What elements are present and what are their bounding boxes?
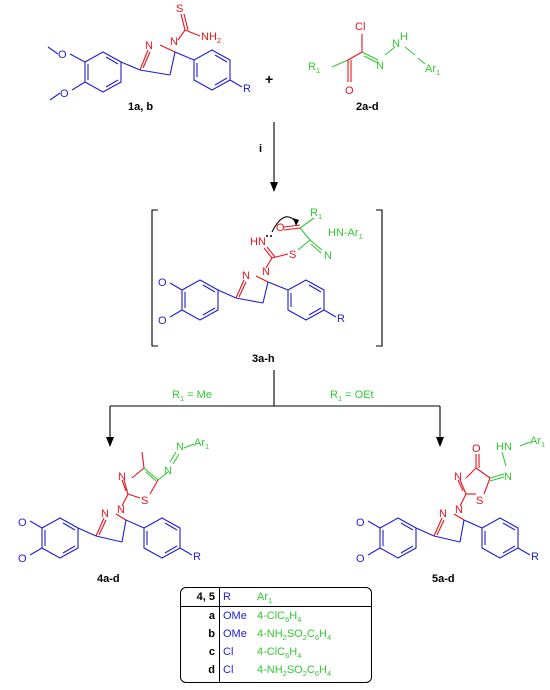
intermediate-ar1: HN-Ar1: [328, 227, 363, 241]
table-row-id: a: [208, 610, 215, 622]
reactant-2-cl: Cl: [355, 21, 365, 33]
reactant-2-n-h: N: [392, 38, 400, 50]
substituent-table: 4, 5 R Ar1 a OMe 4-ClC6H4 b OMe 4-NH2SO2…: [180, 587, 372, 683]
reactant-2-r1: R1: [308, 61, 320, 75]
methoxy-o-lower-4: O: [18, 553, 27, 565]
table-header-compound: 4, 5: [196, 591, 215, 603]
step-condition: i: [259, 143, 262, 155]
branch-arrows: [106, 370, 444, 447]
product-5-label: 5a-d: [432, 573, 455, 585]
methoxy-o-upper-3: O: [158, 277, 167, 289]
methoxy-o-lower-3: O: [158, 315, 167, 327]
intermediate-r-group: R: [337, 313, 345, 325]
intermediate-structure: [169, 216, 337, 321]
product-5-thiazole-s: S: [476, 495, 483, 507]
methoxy-o-upper-1: O: [58, 49, 67, 61]
table-row-id: c: [208, 646, 215, 658]
product-5-ring-n2: N: [455, 504, 463, 516]
product-4-structure: [29, 443, 195, 559]
intermediate-s: S: [289, 249, 296, 261]
reactant-1-label: 1a, b: [128, 101, 153, 113]
product-5-thiazole-n: N: [454, 471, 462, 483]
table-header-divider: [181, 606, 371, 607]
step-arrow-head: [270, 182, 278, 192]
intermediate-o: O: [276, 222, 285, 234]
reactant-2-structure: [331, 34, 426, 82]
table-row-ar: 4-ClC6H4: [257, 646, 302, 661]
left-branch-condition: R1 = Me: [172, 389, 212, 403]
methoxy-o-upper-5: O: [356, 517, 365, 529]
reactant-1-r-group: R: [243, 83, 251, 95]
product-4-label: 4a-d: [97, 573, 120, 585]
table-header-ar: Ar1: [257, 591, 273, 606]
product-4-ring-n1: N: [101, 508, 109, 520]
table-row: a OMe 4-ClC6H4: [181, 610, 371, 624]
reactant-2-label: 2a-d: [356, 101, 379, 113]
intermediate-hn: HN: [250, 236, 266, 248]
table-row: b OMe 4-NH2SO2C6H4: [181, 628, 371, 642]
product-5-hn: HN: [496, 441, 512, 453]
product-4-n-top: N: [176, 441, 184, 453]
table-row: d Cl 4-NH2SO2C6H4: [181, 664, 371, 678]
table-header-r: R: [223, 591, 231, 603]
product-4-thiazole-s: S: [141, 495, 148, 507]
intermediate-ring-n1: N: [242, 270, 250, 282]
table-row-ar: 4-NH2SO2C6H4: [257, 628, 332, 643]
plus-sign: +: [265, 71, 273, 87]
table-row-ar: 4-NH2SO2C6H4: [257, 664, 332, 679]
reactant-1-structure: [47, 13, 243, 101]
table-row-r: OMe: [223, 610, 247, 622]
intermediate-r1: R1: [310, 207, 322, 221]
reactant-2-n: N: [376, 60, 384, 72]
table-row-id: b: [208, 628, 215, 640]
table-row-r: Cl: [223, 664, 234, 676]
intermediate-ring-n2: N: [262, 266, 270, 278]
reactant-1-ring-n2: N: [170, 36, 178, 48]
table-row-r: Cl: [223, 646, 234, 658]
product-4-thiazole-n: N: [118, 471, 126, 483]
product-4-ar1: Ar1: [194, 437, 209, 451]
table-row: c Cl 4-ClC6H4: [181, 646, 371, 660]
intermediate-label: 3a-h: [252, 353, 275, 365]
methoxy-o-upper-4: O: [18, 517, 27, 529]
reactant-1-nh2: NH2: [201, 31, 221, 45]
product-4-n-mid: N: [164, 465, 172, 477]
table-row-id: d: [208, 664, 215, 676]
table-row-ar: 4-ClC6H4: [257, 610, 302, 625]
table-column-divider: [219, 588, 220, 682]
product-5-o: O: [472, 443, 481, 455]
product-5-ring-n1: N: [439, 508, 447, 520]
product-4-r-group: R: [193, 551, 201, 563]
reactant-2-ar1: Ar1: [425, 63, 440, 77]
intermediate-brackets: [151, 209, 383, 347]
product-5-structure: [367, 441, 531, 559]
reactant-1-thio-s: S: [176, 3, 183, 15]
product-5-ar1: Ar1: [530, 435, 545, 449]
reactant-2-h: H: [400, 31, 408, 43]
reactant-2-o: O: [345, 85, 354, 97]
product-5-r-group: R: [531, 551, 539, 563]
product-4-ring-n2: N: [117, 504, 125, 516]
methoxy-o-lower-5: O: [356, 553, 365, 565]
right-branch-condition: R1 = OEt: [330, 389, 374, 403]
product-5-n-exo: N: [504, 471, 512, 483]
table-row-r: OMe: [223, 628, 247, 640]
reactant-1-ring-n1: N: [145, 40, 153, 52]
intermediate-n: N: [324, 250, 332, 262]
methoxy-o-lower-1: O: [60, 88, 69, 100]
table-header-row: 4, 5 R Ar1: [181, 591, 371, 605]
